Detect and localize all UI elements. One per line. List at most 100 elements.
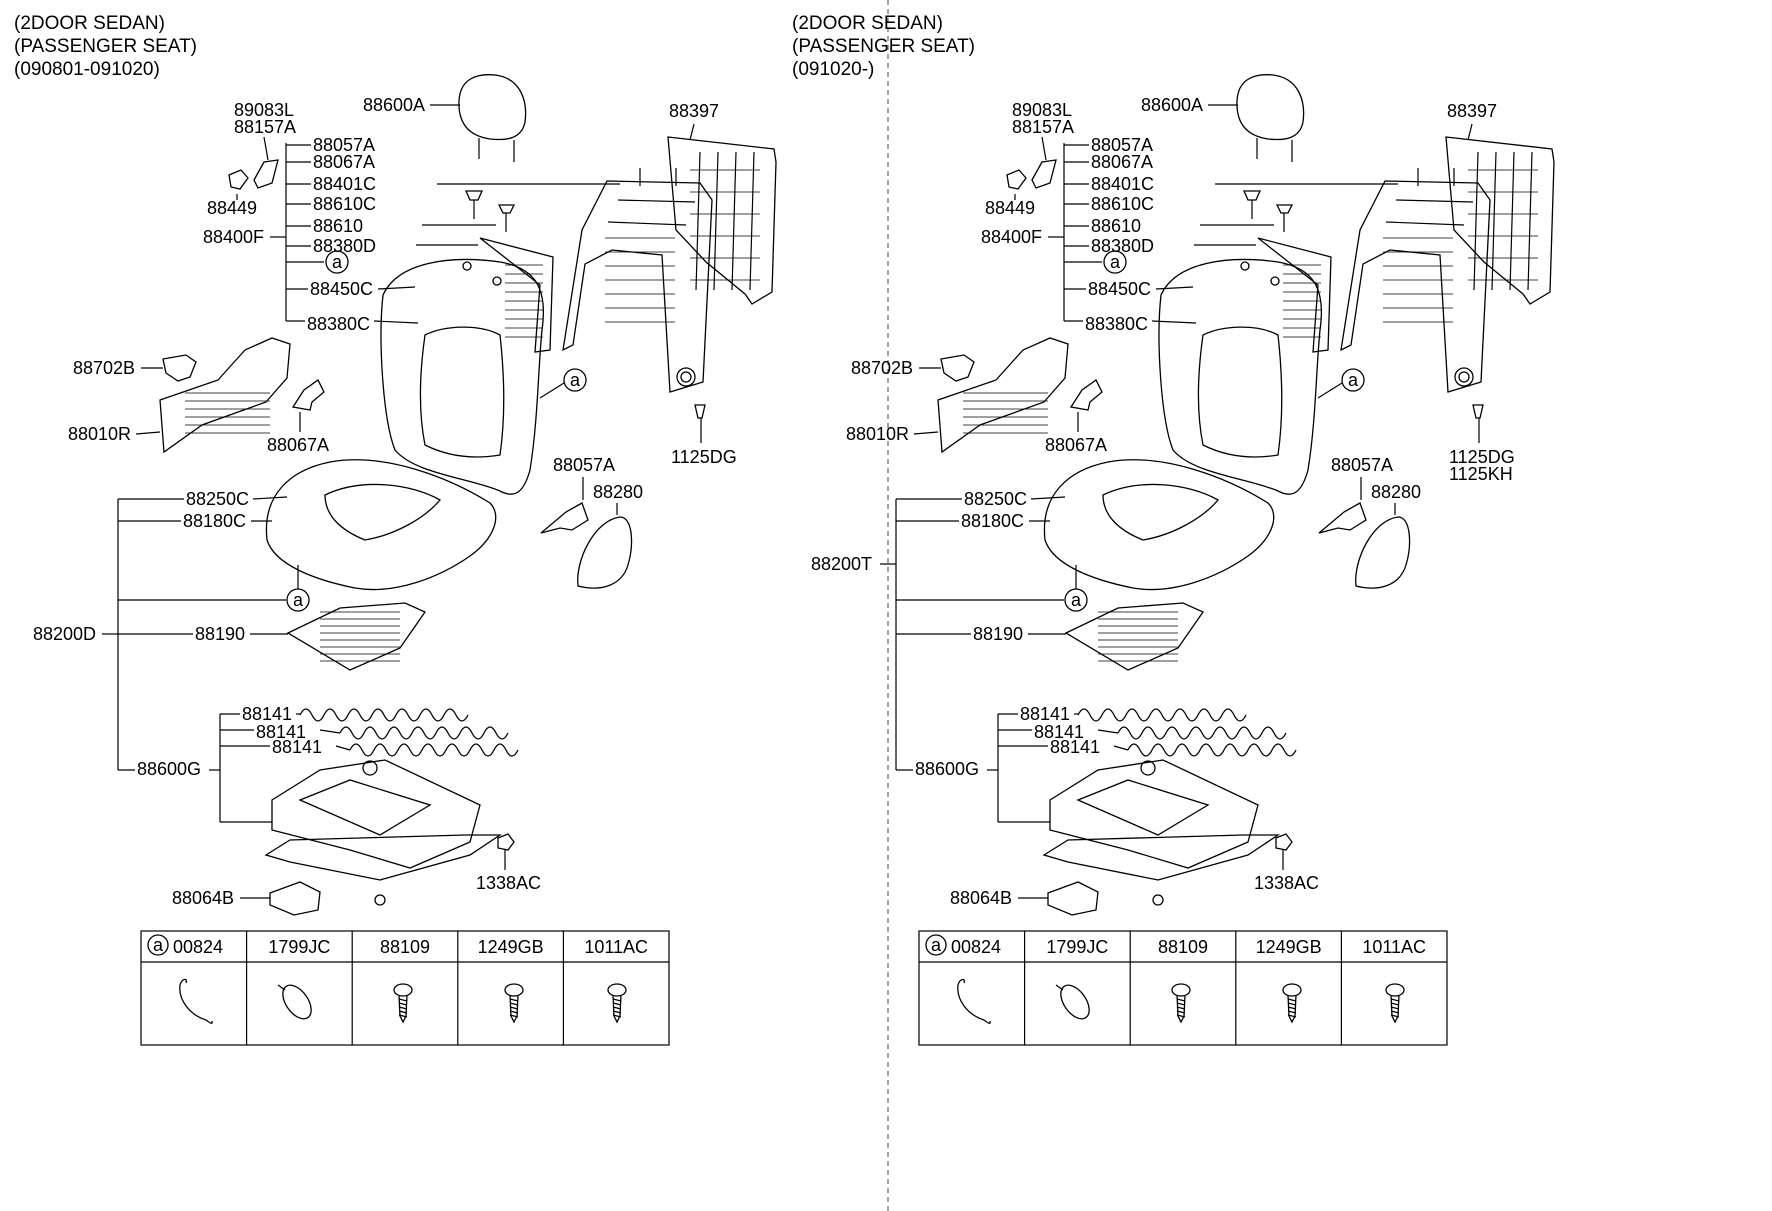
side-cover-hatch [963, 392, 1048, 434]
headrest-shape [458, 74, 527, 141]
pin-88610-head [1275, 204, 1294, 214]
screw-icon-88109 [1171, 983, 1191, 997]
seat-back-frame-bar [1385, 221, 1465, 226]
table-code-5: 1011AC [584, 937, 648, 957]
label-c2: 88180C [961, 511, 1024, 531]
label-s2: 88141 [256, 722, 306, 742]
header-line-3: (091020-) [792, 59, 874, 80]
label-headrest: 88600A [1141, 95, 1203, 115]
label-b6: 88380D [1091, 236, 1154, 256]
leader-line [1041, 136, 1047, 161]
side-cover [159, 337, 291, 454]
label-b8: 88450C [1088, 279, 1151, 299]
table-code-1: 00824 [173, 937, 223, 957]
callout-a-leader [539, 382, 565, 399]
callout-b7: a [1103, 250, 1127, 274]
screw-icon-1011AC-thread [612, 1010, 622, 1014]
callout-b7-letter: a [1110, 252, 1121, 272]
cushion-hook [1240, 261, 1250, 271]
back-frame-rib [695, 151, 701, 291]
screw-icon-1249GB-thread [509, 1006, 519, 1010]
slide-part-88064B [269, 881, 321, 916]
seat-cushion-insert [324, 483, 441, 541]
label-b1: 88057A [1091, 135, 1153, 155]
screw-icon-88109 [393, 983, 413, 997]
screw-icon-88109-thread [1176, 1006, 1186, 1010]
bracket-88067A [291, 379, 325, 411]
screw-icon-1249GB-thread [1287, 1014, 1297, 1018]
callout-b7: a [325, 250, 349, 274]
back-frame-rib [1473, 151, 1479, 291]
recliner-disc-inner [680, 371, 692, 383]
label-c4: 88190 [973, 624, 1023, 644]
label-b2: 88067A [313, 152, 375, 172]
side-cover [937, 337, 1069, 454]
table-marker-1: a [925, 934, 947, 956]
label-cover-plate: 88280 [1371, 482, 1421, 502]
table-code-1: 00824 [951, 937, 1001, 957]
table-code-3: 88109 [380, 937, 430, 957]
spring-coil-3 [1127, 743, 1297, 757]
label-knob: 88449 [207, 198, 257, 218]
side-knob [940, 354, 975, 382]
leader-line [1097, 729, 1119, 734]
leader-line [1030, 496, 1066, 500]
table-code-4: 1249GB [478, 937, 544, 957]
table-code-2: 1799JC [268, 937, 330, 957]
table-marker-1-letter: a [153, 935, 164, 955]
cushion-hook [1270, 276, 1280, 286]
seat-back-frame-hatch [605, 237, 675, 323]
back-frame-outline [1445, 136, 1555, 305]
screw-icon-1011AC-thread [1390, 1010, 1400, 1014]
callout-c3: a [1064, 588, 1088, 612]
leader-line [1155, 286, 1194, 290]
label-c1: 88250C [964, 489, 1027, 509]
screw-icon-88109-thread [398, 998, 408, 1002]
cover-plate-88280 [1355, 516, 1411, 589]
cover-plate-88280 [577, 516, 633, 589]
seat-track-foot [374, 894, 386, 906]
back-frame-rib [713, 151, 719, 291]
seat-track-inner [1076, 779, 1210, 836]
seat-track-frame [1049, 759, 1259, 869]
seat-track-foot [1152, 894, 1164, 906]
callout-a: a [1341, 368, 1365, 392]
side-cover-hatch [185, 392, 270, 434]
label-c4: 88190 [195, 624, 245, 644]
label-knob: 88449 [985, 198, 1035, 218]
label-side-cover: 88010R [846, 424, 909, 444]
panel-right: (2DOOR SEDAN)(PASSENGER SEAT)(091020-)88… [792, 13, 1555, 1046]
back-frame-rib [1509, 151, 1515, 291]
spring-coil-1 [1077, 708, 1247, 722]
back-frame-rib [731, 151, 737, 291]
table-code-5: 1011AC [1362, 937, 1426, 957]
back-frame-outline [667, 136, 777, 305]
screw-icon-88109-thread [1176, 1002, 1186, 1006]
callout-a-circle [563, 368, 587, 392]
seat-back-cushion [1158, 258, 1323, 495]
seat-back-cushion-panel [419, 326, 505, 458]
label-headrest: 88600A [363, 95, 425, 115]
spring-coil-1 [299, 708, 469, 722]
seat-track-frame [271, 759, 481, 869]
screw-icon-1011AC-thread [612, 1002, 622, 1006]
label-s1: 88141 [242, 704, 292, 724]
label-recliner-bolt-1: 1125DG [671, 447, 737, 467]
side-knob [162, 354, 197, 382]
label-b1: 88057A [313, 135, 375, 155]
callout-b7-letter: a [332, 252, 343, 272]
leader-line [263, 136, 269, 161]
knob-body [228, 169, 249, 190]
label-bracket-a: 88067A [1045, 435, 1107, 455]
callout-b7-circle [325, 250, 349, 274]
screw-icon-1249GB [1282, 983, 1302, 997]
callout-b7-circle [1103, 250, 1127, 274]
header-line-3: (090801-091020) [14, 59, 160, 80]
clip-icon-1799JC [282, 984, 312, 1020]
screw-icon-1249GB-thread [1287, 1010, 1297, 1014]
cushion-hook [492, 276, 502, 286]
label-back-frame: 88397 [669, 101, 719, 121]
callout-c3-letter: a [293, 590, 304, 610]
label-side-cover: 88010R [68, 424, 131, 444]
